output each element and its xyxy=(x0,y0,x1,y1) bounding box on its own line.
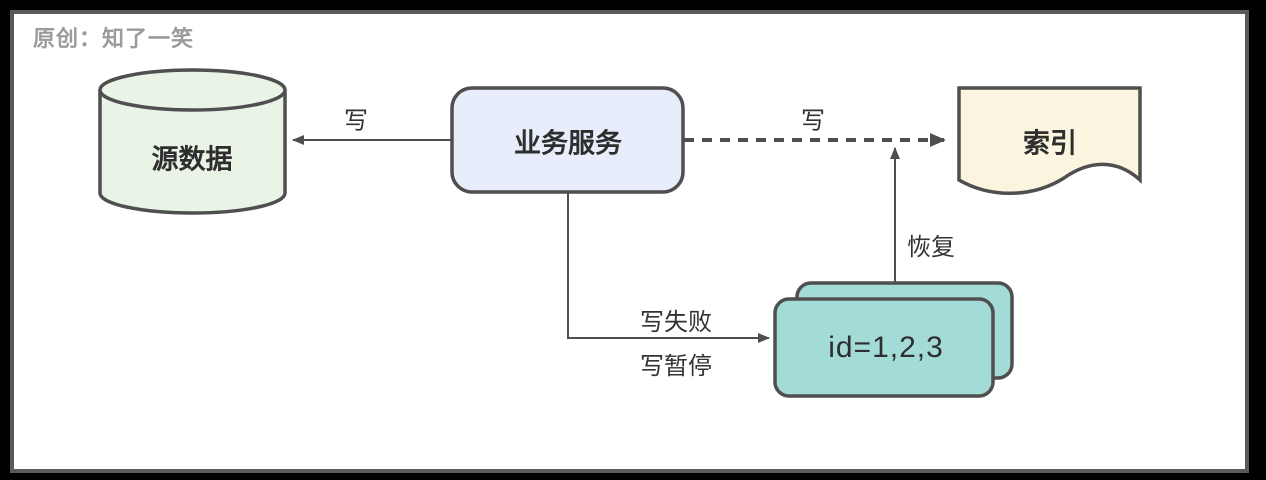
index-doc-shape xyxy=(957,86,1142,196)
edge-label-recover: 恢复 xyxy=(907,234,955,261)
credit-text: 原创：知了一笑 xyxy=(33,26,195,51)
id-cards-front-shape xyxy=(773,297,995,398)
id-cards-label: id=1,2,3 xyxy=(828,331,944,364)
edge-label-write-fail-bottom: 写暂停 xyxy=(640,353,712,380)
edge-label-write-index: 写 xyxy=(801,107,825,135)
service-shape xyxy=(450,86,685,194)
edge-label-write-fail-top: 写失败 xyxy=(640,309,712,336)
source-db-label: 源数据 xyxy=(151,144,233,175)
source-db-shape xyxy=(98,68,287,215)
edge-write-fail xyxy=(567,192,770,343)
diagram-canvas xyxy=(98,68,1142,398)
service-label: 业务服务 xyxy=(514,128,622,159)
edge-label-write-db: 写 xyxy=(344,107,368,135)
diagram-panel: 原创：知了一笑 源数据 业务服务 索引 id=1,2,3 写 写 写失败 写暂停… xyxy=(10,10,1249,473)
index-doc-label: 索引 xyxy=(1023,128,1077,159)
